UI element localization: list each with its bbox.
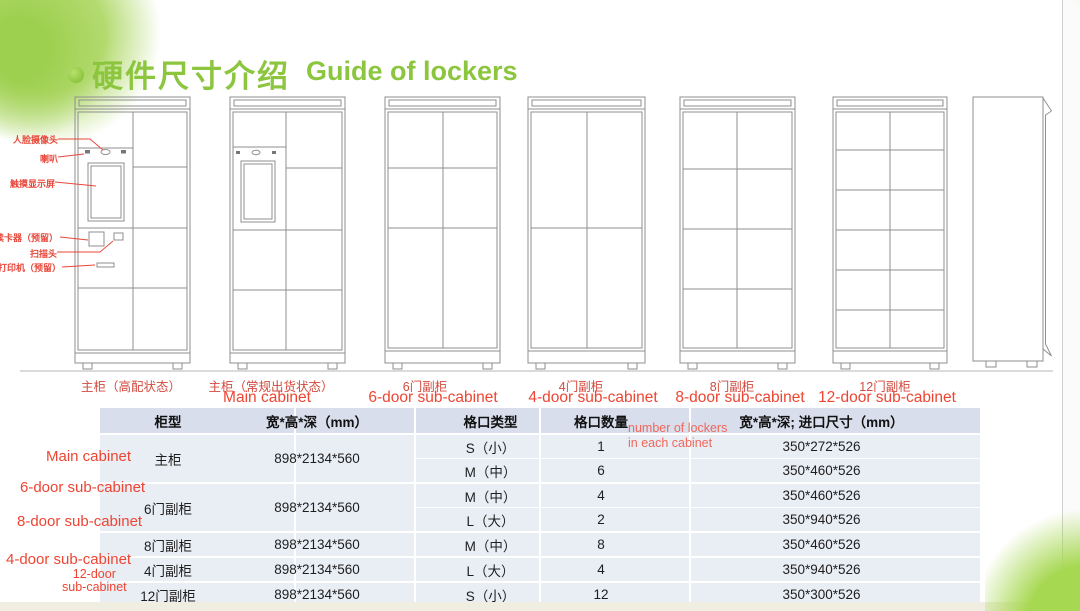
decor-green-blob-bottom-right: [985, 505, 1080, 611]
annotation-lockers-note-line2: in each cabinet: [628, 436, 713, 450]
cabinet-4-door: [527, 96, 646, 370]
col-header-locker-dims: 宽*高*深; 进口尺寸（mm）: [690, 408, 980, 435]
cell-cabinet-name: 4门副柜: [100, 557, 296, 583]
caption-8-door-zh: 8门副柜: [709, 380, 755, 394]
cell-locker-dims: 350*300*526: [782, 587, 861, 602]
callout-scan-head: 扫描头: [29, 249, 57, 259]
cabinet-6-door: [384, 96, 501, 370]
annotation-4-door: 4-door sub-cabinet: [6, 551, 132, 568]
callout-leader-line: [57, 240, 114, 253]
cell-cabinet-name: 6门副柜: [100, 483, 296, 533]
annotation-main-cabinet: Main cabinet: [46, 448, 132, 465]
table-row: 主柜 898*2134*560 S（小） 1 350*272*526: [100, 434, 980, 484]
page-title-english: Guide of lockers: [306, 56, 518, 86]
slide-right-edge: [1062, 0, 1080, 611]
cell-cabinet-dims: 898*2134*560: [274, 434, 416, 484]
caption-4-door-en: 4-door sub-cabinet: [528, 389, 658, 406]
cabinet-main-regular: [229, 96, 346, 370]
col-header-locker-type: 格口类型: [415, 408, 541, 435]
caption-main-cabinet-en: Main cabinet: [223, 389, 311, 406]
cell-cabinet-dims: 898*2134*560: [274, 483, 416, 533]
cell-locker-count: 4: [540, 483, 691, 508]
annotation-12-door-line1: 12-door: [72, 567, 116, 581]
annotation-lockers-note-line1: number of lockers: [628, 421, 728, 435]
cell-locker-type: L（大）: [415, 557, 541, 583]
cell-locker-type: M（中）: [415, 458, 541, 484]
title-bullet-icon: [68, 67, 84, 83]
cell-cabinet-dims: 898*2134*560: [274, 557, 416, 583]
cell-locker-dims: 350*460*526: [690, 483, 980, 508]
cell-locker-count: 4: [540, 557, 691, 583]
annotation-8-door: 8-door sub-cabinet: [17, 513, 143, 530]
table-row: M（中） 6 350*460*526: [100, 458, 980, 484]
cell-locker-type: M（中）: [415, 483, 541, 508]
printer-slot-icon: [96, 262, 115, 268]
annotation-lockers-note: number of lockers in each cabinet: [628, 421, 727, 451]
caption-main-cabinet-hi-zh: 主柜（高配状态）: [80, 380, 182, 394]
cell-cabinet-dims: 898*2134*560: [274, 532, 416, 558]
caption-8-door-en: 8-door sub-cabinet: [675, 389, 805, 406]
cell-locker-count: 6: [540, 458, 691, 484]
cell-locker-type: L（大）: [415, 507, 541, 533]
table-row: L（大） 2 350*940*526: [100, 507, 980, 533]
page-title-chinese: 硬件尺寸介绍: [92, 59, 290, 94]
table-row: 8门副柜 898*2134*560 M（中） 8 350*460*526: [100, 532, 980, 558]
cell-locker-dims: 350*460*526: [690, 532, 980, 558]
spec-table: 柜型 宽*高*深（mm） 格口类型 格口数量 宽*高*深; 进口尺寸（mm） 主…: [100, 408, 980, 606]
decor-bottom-strip: [0, 602, 1062, 611]
col-header-cabinet-dims: 宽*高*深（mm）: [266, 408, 416, 435]
callout-printer: 打印机（预留）: [0, 263, 61, 273]
cell-locker-type: S（小）: [415, 434, 541, 459]
caption-main-cabinet-zh: 主柜（常规出货状态）: [208, 380, 334, 394]
table-header-row: 柜型 宽*高*深（mm） 格口类型 格口数量 宽*高*深; 进口尺寸（mm）: [100, 408, 980, 435]
cell-locker-dims: 350*940*526: [690, 557, 980, 583]
callout-leader-line: [61, 264, 96, 268]
callout-face-camera: 人脸摄像头: [12, 135, 58, 145]
cabinet-12-door: [832, 96, 948, 370]
table-row: 4门副柜 898*2134*560 L（大） 4 350*940*526: [100, 557, 980, 583]
col-header-locker-count: 格口数量: [540, 408, 691, 435]
cell-locker-count: 2: [540, 507, 691, 533]
table-row: 6门副柜 898*2134*560 M（中） 4 350*460*526: [100, 483, 980, 533]
caption-6-door-en: 6-door sub-cabinet: [368, 389, 498, 406]
cell-locker-dims: 350*940*526: [690, 507, 980, 533]
cell-locker-count: 8: [540, 532, 691, 558]
scan-head-icon: [113, 232, 124, 241]
caption-12-door-zh: 12门副柜: [859, 380, 911, 394]
annotation-12-door-line2: sub-cabinet: [62, 580, 127, 594]
col-header-cabinet-type: 柜型: [100, 408, 296, 435]
callout-leader-line: [59, 236, 89, 241]
card-reader-icon: [88, 231, 105, 247]
cell-locker-dims: 350*272*526: [690, 434, 980, 459]
touch-screen-icon: [87, 162, 125, 222]
caption-4-door-zh: 4门副柜: [558, 380, 604, 394]
cell-cabinet-name: 主柜: [100, 434, 296, 484]
cabinet-8-door: [679, 96, 796, 370]
cell-locker-count: 1: [540, 434, 691, 459]
callout-leader-line: [54, 181, 97, 187]
caption-6-door-zh: 6门副柜: [402, 380, 448, 394]
cell-locker-dims: 350*460*526: [690, 458, 980, 484]
annotation-12-door: 12-door sub-cabinet: [62, 568, 127, 594]
cell-cabinet-name: 8门副柜: [100, 532, 296, 558]
annotation-6-door: 6-door sub-cabinet: [20, 479, 146, 496]
callout-touch-screen: 触摸显示屏: [9, 179, 55, 189]
caption-12-door-en: 12-door sub-cabinet: [818, 389, 956, 406]
cabinet-side-view: [972, 96, 1052, 368]
callout-card-reader: 读卡器（预留）: [0, 233, 58, 243]
cell-locker-type: M（中）: [415, 532, 541, 558]
callout-speaker: 喇叭: [39, 154, 58, 164]
